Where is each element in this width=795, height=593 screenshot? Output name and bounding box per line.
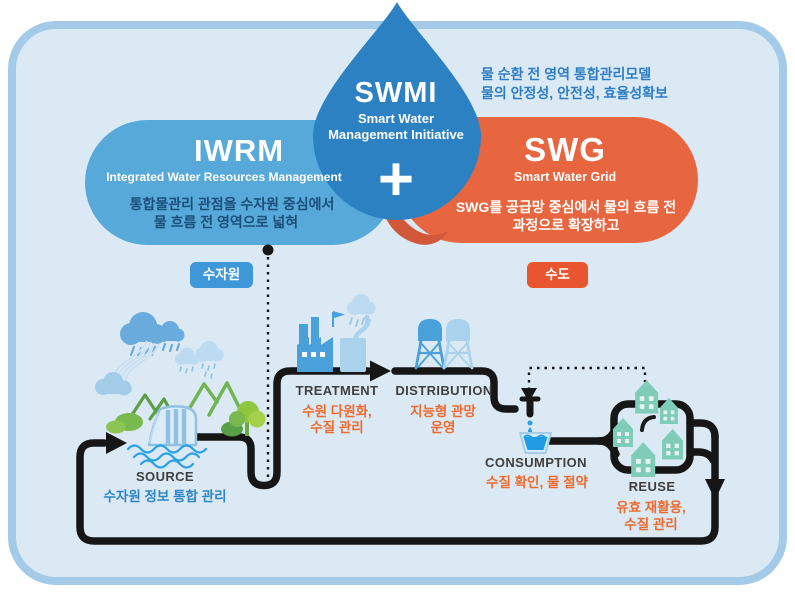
dam-icon [147,405,198,447]
stage-desc-treatment-2: 수질 관리 [310,420,364,435]
benefit-line2: 물의 안정성, 안전성, 효율성확보 [481,85,668,101]
stage-label-reuse: REUSE [628,479,676,494]
water-waves-icon [126,444,208,469]
reuse-houses-icon [613,380,684,477]
water-drop-icon [313,2,481,220]
flow-distribution-to-faucet [391,367,519,413]
stage-desc-treatment-1: 수원 다원화, [302,404,372,419]
swg-desc-line2: 과정으로 확장하고 [512,217,620,233]
basin-icon [519,432,552,454]
water-tower-dark-icon [414,319,446,370]
stage-label-consumption: CONSUMPTION [485,455,587,470]
water-resources-badge: 수자원 [190,262,253,288]
swg-subtitle: Smart Water Grid [513,170,617,184]
factory-icon [297,311,370,372]
swmi-subtitle-line1: Smart Water [357,111,435,126]
stage-desc-source: 수자원 정보 통합 관리 [103,489,227,504]
rain-drizzle-dots [179,363,216,379]
stage-label-distribution: DISTRIBUTION [395,383,493,398]
factory-rain [349,317,371,327]
reuse-stub-upper [686,419,719,441]
stage-desc-reuse-2: 수질 관리 [624,517,678,532]
swmi-title: SWMI [354,77,438,109]
iwrm-desc-line2: 물 흐름 전 영역으로 넓혀 [153,214,299,230]
reuse-stub-lower [686,448,717,464]
stage-desc-reuse-1: 유효 재활용, [616,500,686,515]
arrow-into-source [106,432,127,454]
iwrm-desc-line1: 통합물관리 관점을 수자원 중심에서 [129,196,335,212]
iwrm-dotted-connector [262,244,274,482]
low-cloud-icon [95,372,132,396]
stage-desc-distribution-2: 운영 [430,420,456,435]
swg-desc-line1: SWG를 공급망 중심에서 물의 흐름 전 [455,199,677,215]
stage-label-treatment: TREATMENT [295,383,379,398]
reuse-dotted-connector [521,366,647,402]
flow-source-to-treatment [192,367,372,490]
stage-desc-consumption: 수질 확인, 물 절약 [486,475,588,490]
rain-cloud-light-2-icon [195,341,224,362]
trees-icon [229,401,266,436]
plus-icon: + [377,145,415,214]
water-tower-light-icon [442,319,474,370]
benefit-line1: 물 순환 전 영역 통합관리모델 [481,66,652,82]
stage-desc-distribution-1: 지능형 관망 [410,404,476,419]
iwrm-subtitle: Integrated Water Resources Management [106,170,342,184]
arrow-treatment-distribution [370,360,391,382]
iwrm-title: IWRM [193,133,285,168]
reuse-arc [640,415,656,432]
green-hills-icon [106,413,243,437]
swmi-subtitle-line2: Management Initiative [328,127,464,142]
rain-cloud-dark-2-icon [156,321,185,342]
waterworks-badge: 수도 [527,262,588,288]
stage-label-source: SOURCE [135,469,195,484]
swg-title: SWG [524,131,606,168]
flow-arrowheads [106,360,725,500]
arrow-reuse-down [705,479,725,500]
faucet-icon [519,396,541,418]
flow-return-line [76,432,719,545]
factory-rain-cloud-icon [347,294,376,315]
